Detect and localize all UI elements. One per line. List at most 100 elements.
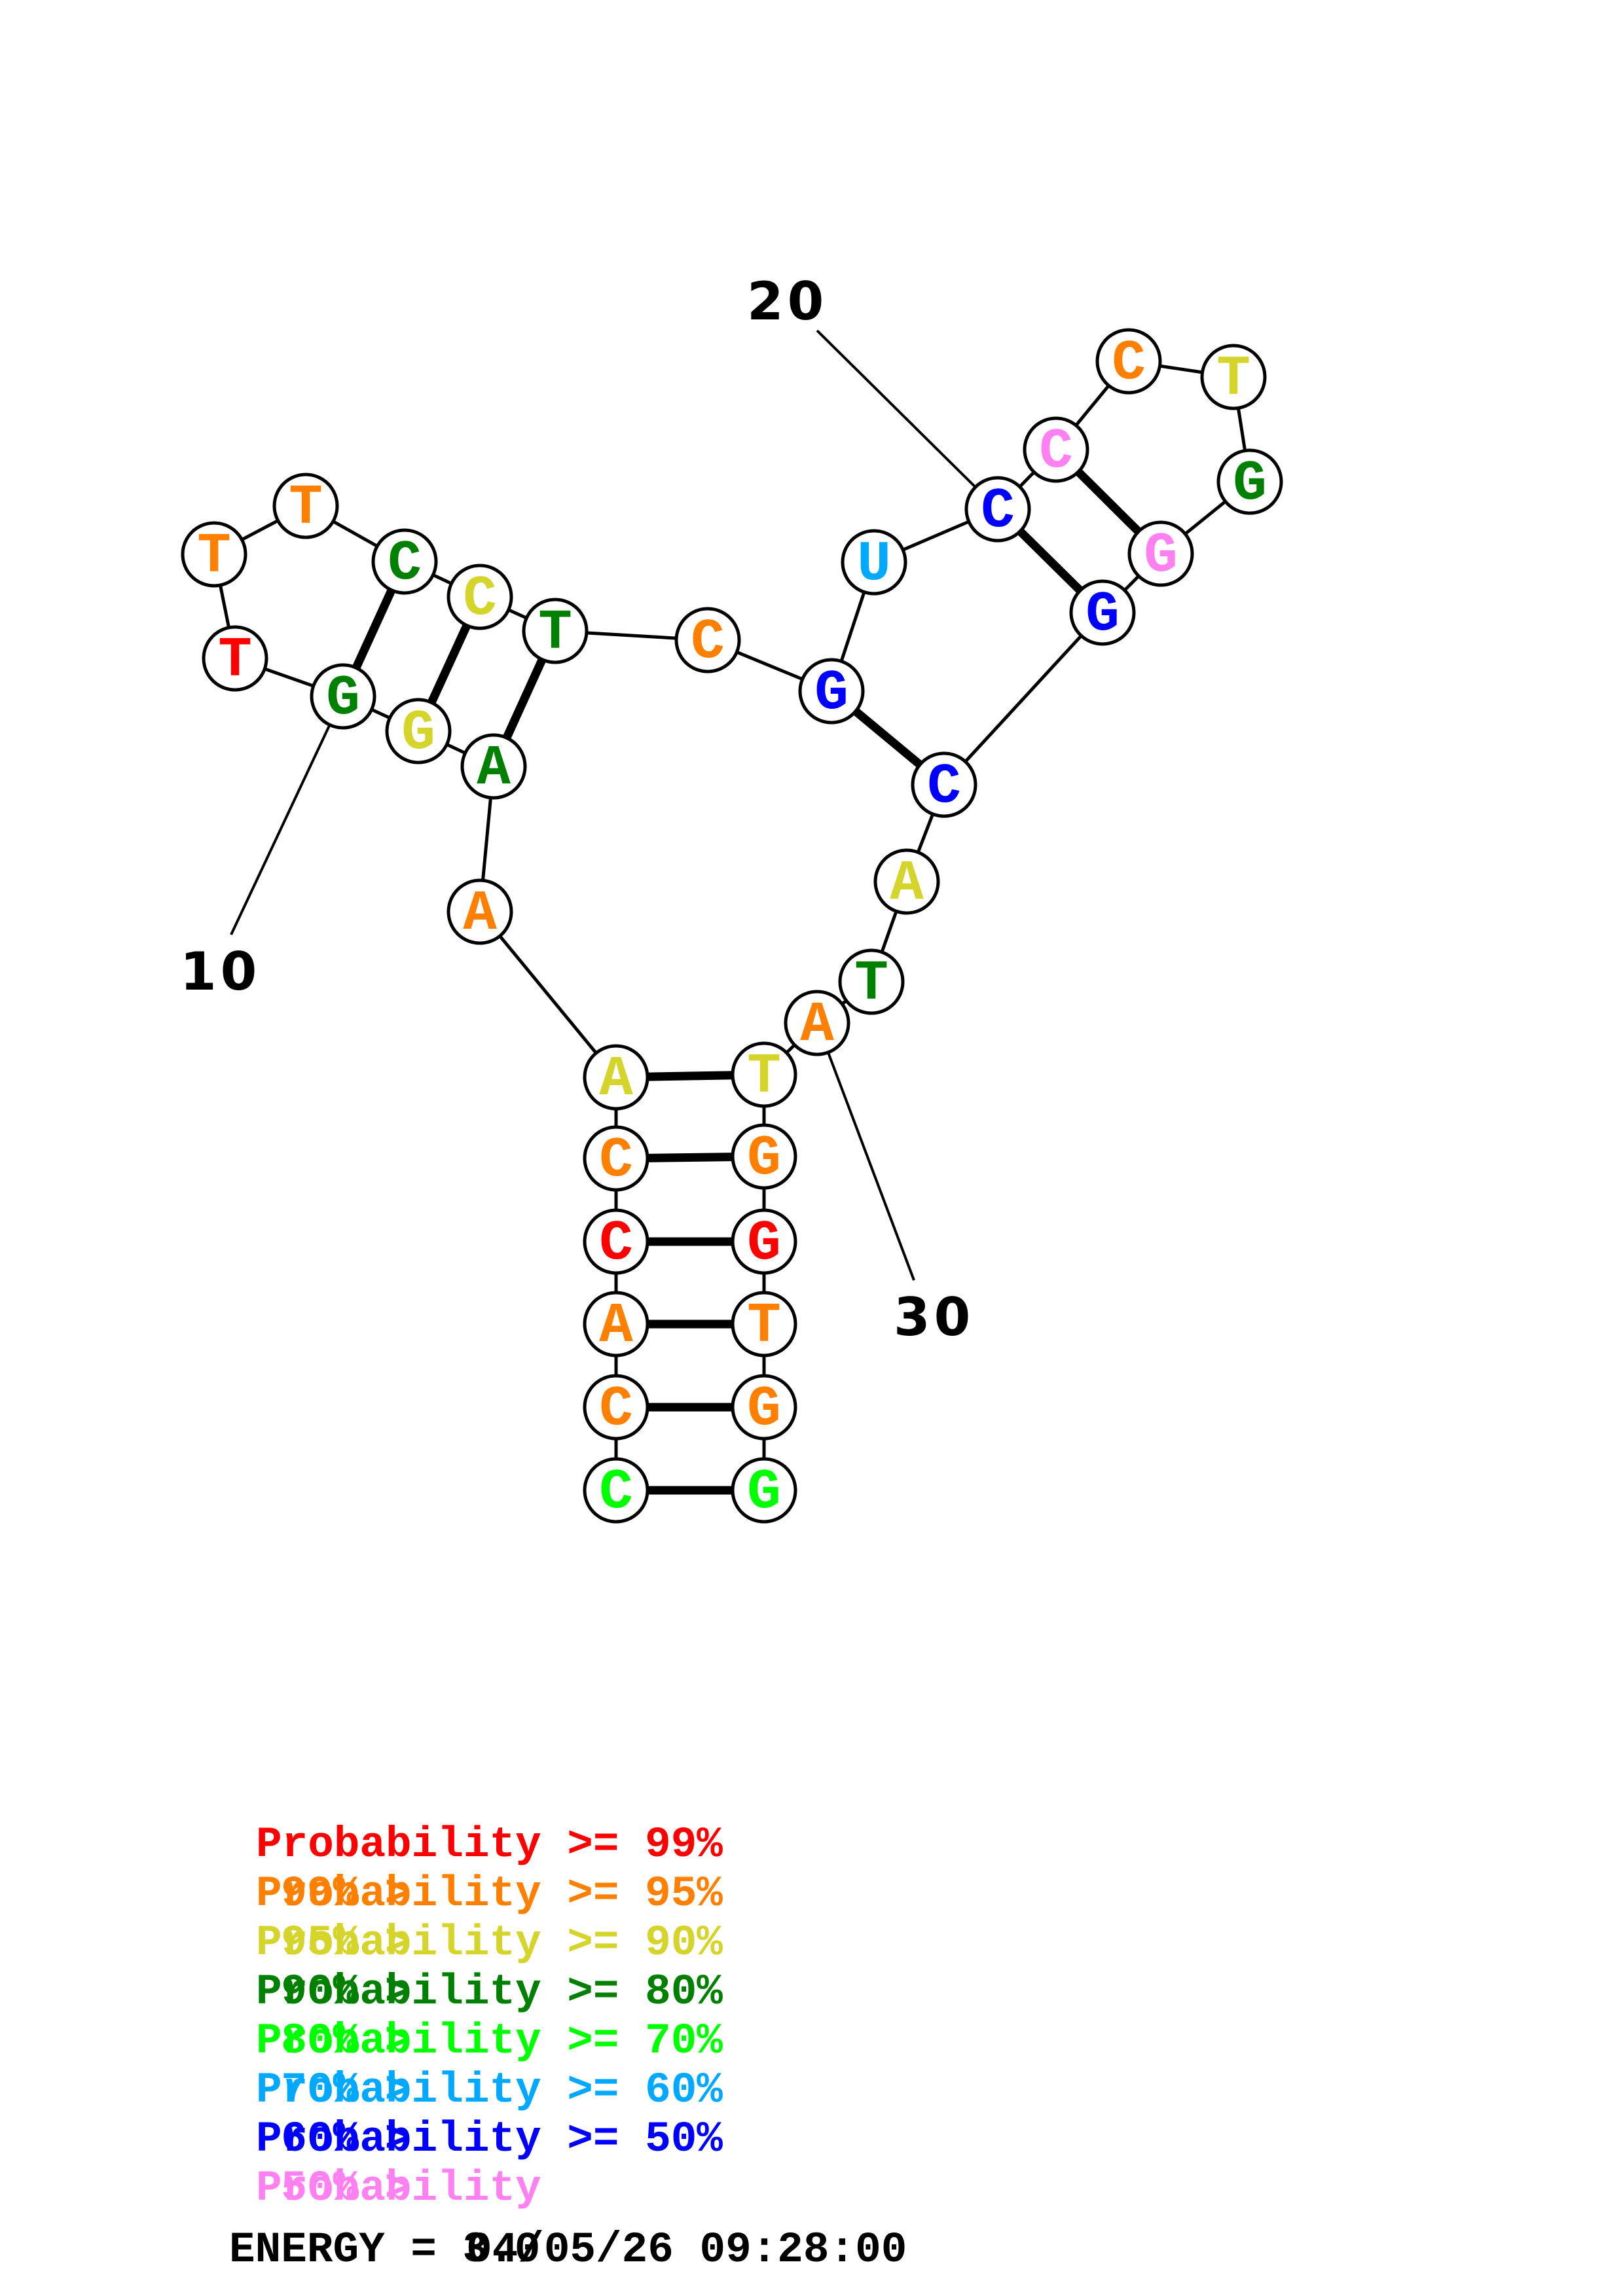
nucleotide-letter: U	[857, 532, 891, 596]
legend-row-p50: 60% > Probability >= 50%	[100, 2115, 852, 2164]
position-labels: 10 20 30	[180, 271, 970, 1348]
nucleotide-letter: A	[890, 852, 924, 916]
nucleotide-letter: C	[599, 1377, 633, 1441]
legend-prefix: 50% >	[281, 2164, 437, 2213]
nucleotide-circle-25	[1127, 520, 1194, 587]
nucleotide-circle-27	[911, 751, 977, 818]
timestamp: 04/05/26 09:28:00	[466, 2225, 907, 2274]
legend-row-plow: 50% > Probability	[100, 2164, 671, 2213]
nucleotide-letter: A	[599, 1047, 633, 1111]
nucleotide-letter: T	[538, 601, 572, 665]
nucleotide-circle-11	[202, 625, 268, 692]
nucleotide-letter: T	[289, 476, 323, 540]
nucleotide-letter: A	[477, 736, 511, 800]
nucleotide-letter: C	[599, 1128, 633, 1193]
nucleotide-circle-36	[731, 1457, 797, 1524]
nucleotide-letter: A	[463, 882, 497, 946]
probability-legend: Probability >= 99% 99% > Probability >= …	[100, 1820, 852, 2213]
nucleotide-circle-9	[385, 698, 452, 764]
position-label-10: 10	[180, 941, 261, 1002]
legend-prefix: 99% >	[281, 1869, 437, 1918]
nucleotide-circle-1	[583, 1457, 649, 1524]
nucleotide-letter: T	[854, 952, 888, 1016]
nucleotide-circle-16	[522, 598, 589, 664]
legend-text: Probability >= 80%	[256, 1967, 723, 2017]
nucleotide-letter: A	[599, 1294, 633, 1358]
nucleotide-circle-33	[731, 1208, 797, 1275]
nucleotide-letter: G	[1233, 452, 1267, 516]
nucleotide-circle-20	[964, 476, 1031, 543]
nucleotide-circle-31	[731, 1041, 797, 1108]
nucleotide-letter: G	[1085, 583, 1120, 647]
legend-row-p95: 99% > Probability >= 95%	[100, 1869, 852, 1918]
legend-text: Probability >= 95%	[256, 1869, 723, 1918]
nucleotide-letter: G	[814, 661, 848, 725]
nucleotide-circle-19	[841, 529, 907, 596]
legend-text: Probability >= 50%	[256, 2115, 723, 2164]
position-label-line-30	[827, 1052, 915, 1281]
nucleotide-letter: G	[1144, 524, 1178, 588]
nucleotide-letter: C	[599, 1460, 633, 1524]
nucleotide-letter: T	[747, 1045, 781, 1109]
nucleotide-letter: C	[1112, 331, 1146, 395]
nucleotide-letter: T	[747, 1294, 781, 1358]
position-label-line-20	[816, 329, 977, 488]
nucleotide-letter: T	[218, 628, 252, 692]
nucleotide-circle-30	[784, 990, 850, 1056]
nucleotide-circle-4	[583, 1208, 649, 1275]
nucleotide-circle-32	[731, 1123, 797, 1190]
nucleotide-circle-26	[1069, 579, 1136, 646]
nucleotide-letter: T	[197, 524, 231, 588]
nucleotide-letter: G	[747, 1211, 781, 1276]
nucleotide-circle-23	[1200, 344, 1267, 410]
nucleotide-letter: A	[800, 993, 834, 1057]
legend-text: Probability	[256, 2164, 541, 2213]
nucleotide-circle-12	[181, 521, 247, 588]
position-label-20: 20	[747, 271, 828, 332]
legend-text: Probability >= 99%	[256, 1820, 723, 1869]
nucleotide-circle-22	[1095, 328, 1162, 395]
nucleotide-circle-34	[731, 1291, 797, 1357]
nucleotide-letter: C	[599, 1211, 633, 1276]
energy-value: ENERGY = 3.0	[229, 2225, 540, 2274]
legend-row-p90: 95% > Probability >= 90%	[100, 1918, 852, 1967]
nucleotide-letter: C	[388, 531, 422, 596]
nucleotide-circle-6	[583, 1044, 649, 1111]
nucleotide-letter: C	[463, 567, 497, 631]
nucleotide-letter: T	[1216, 347, 1250, 411]
legend-prefix: 70% >	[281, 2066, 437, 2115]
nucleotide-letter: C	[691, 610, 725, 674]
legend-text: Probability >= 70%	[256, 2017, 723, 2066]
nucleotide-letter: C	[927, 755, 961, 819]
legend-prefix: 60% >	[281, 2115, 437, 2164]
legend-row-p60: 70% > Probability >= 60%	[100, 2066, 852, 2115]
legend-prefix: 95% >	[281, 1918, 437, 1967]
position-label-lines	[230, 329, 977, 1281]
legend-row-p70: 80% > Probability >= 70%	[100, 2017, 852, 2066]
nucleotide-letter: C	[1039, 420, 1073, 484]
nucleotide-letter: G	[326, 666, 360, 730]
nucleotide-circle-28	[873, 848, 940, 915]
nucleotide-circles	[181, 328, 1283, 1524]
nucleotide-circle-29	[838, 948, 905, 1015]
backbone-bond	[943, 611, 1104, 786]
nucleotide-circle-5	[583, 1125, 649, 1192]
nucleotide-circle-14	[371, 528, 438, 595]
nucleotide-circle-18	[798, 658, 865, 725]
legend-prefix: 90% >	[281, 1967, 437, 2017]
nucleotide-circle-21	[1023, 416, 1089, 483]
nucleotide-letter: G	[401, 701, 435, 765]
nucleotide-letter: G	[747, 1126, 781, 1191]
nucleotide-circle-13	[272, 473, 339, 539]
nucleotide-letter: G	[747, 1377, 781, 1441]
legend-text: Probability >= 90%	[256, 1918, 723, 1967]
nucleotide-circle-8	[460, 733, 527, 800]
nucleotide-circle-15	[447, 564, 513, 630]
legend-row-p80: 90% > Probability >= 80%	[100, 1967, 852, 2017]
legend-text: Probability >= 60%	[256, 2066, 723, 2115]
nucleotide-circle-17	[674, 607, 741, 673]
